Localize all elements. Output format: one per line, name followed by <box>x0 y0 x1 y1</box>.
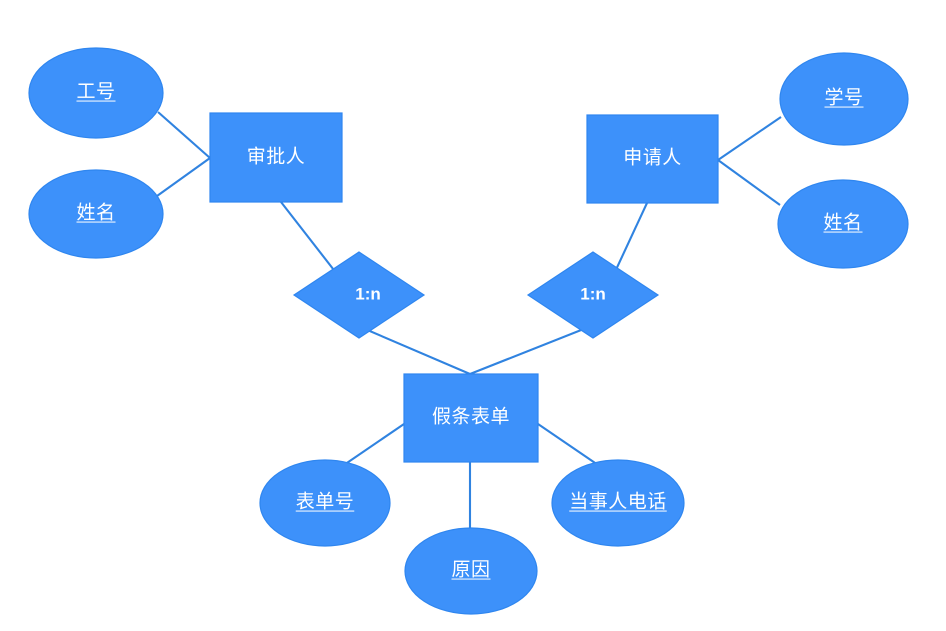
edge-leave_form-to-party_phone <box>537 423 602 468</box>
attribute-applicant_name[interactable] <box>777 179 909 269</box>
edge-applicant_student_id-to-applicant <box>717 116 782 161</box>
attribute-applicant_student_id[interactable] <box>779 52 909 146</box>
attribute-form_number[interactable] <box>259 459 391 547</box>
shape-layer <box>28 47 909 615</box>
attribute-party_phone[interactable] <box>551 459 685 547</box>
relationship-applicant_to_form[interactable] <box>526 251 660 339</box>
attribute-reason[interactable] <box>404 527 538 615</box>
entity-approver[interactable] <box>209 112 343 203</box>
entity-applicant[interactable] <box>586 114 719 204</box>
edge-approver_employee_id-to-approver <box>157 111 211 159</box>
edge-applicant_name-to-applicant <box>717 159 781 206</box>
edge-approver_name-to-approver <box>156 157 211 197</box>
attribute-approver_name[interactable] <box>28 169 164 259</box>
edge-approver-to-approver_to_form <box>280 201 338 275</box>
relationship-approver_to_form[interactable] <box>292 251 426 339</box>
edge-applicant-to-applicant_to_form <box>613 202 648 275</box>
entity-leave_form[interactable] <box>403 373 539 463</box>
edge-leave_form-to-form_number <box>340 423 405 468</box>
attribute-approver_employee_id[interactable] <box>28 47 164 139</box>
